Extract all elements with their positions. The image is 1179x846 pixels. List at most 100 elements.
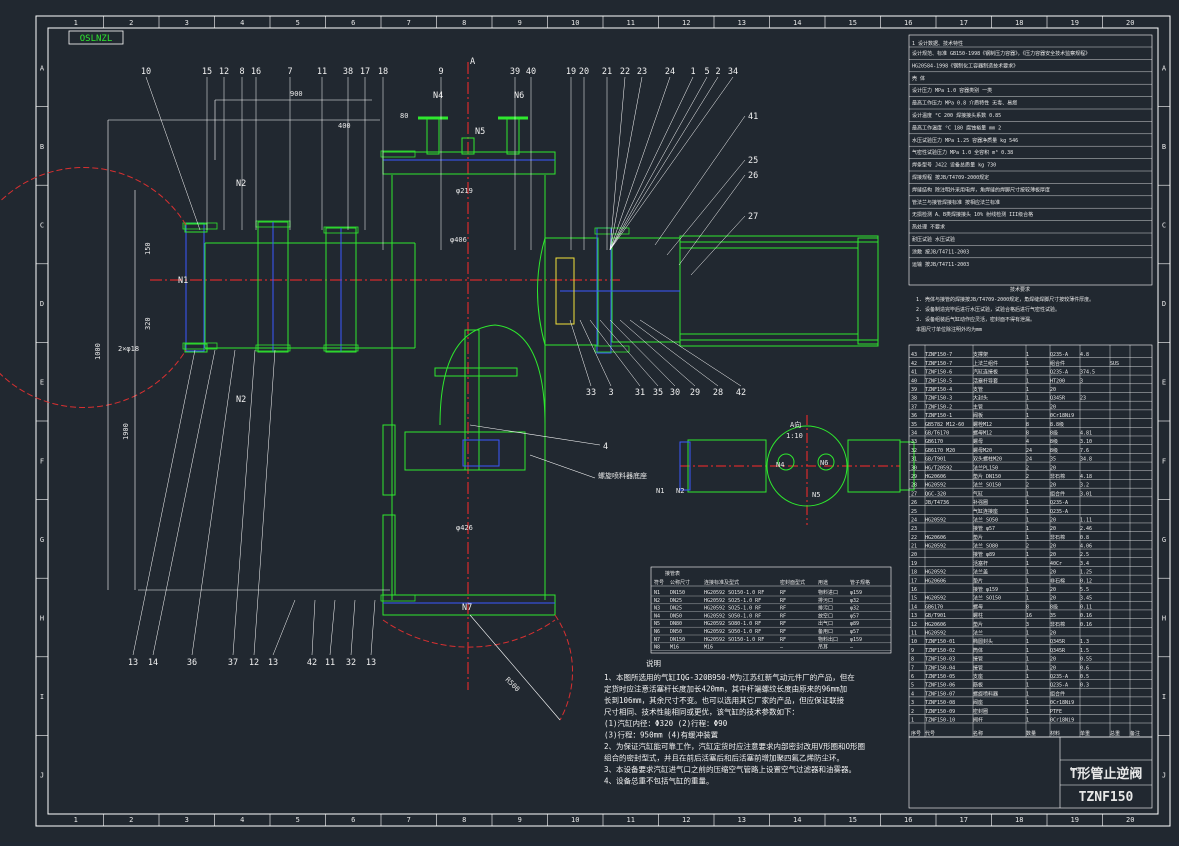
nozzle-cell: φ89 <box>850 621 859 627</box>
parts-cell: 1 <box>1026 491 1029 497</box>
parts-cell: HG20592 <box>925 544 946 550</box>
bolt <box>594 345 630 353</box>
valve-housing <box>537 237 599 346</box>
parts-cell: 密封圈 <box>973 708 988 715</box>
parts-cell: 35 <box>911 422 917 428</box>
parts-cell: 非石棉 <box>1050 473 1065 480</box>
zone-column-label: 6 <box>351 19 355 27</box>
dim-d5: φ426 <box>456 524 473 532</box>
bottom-flange <box>382 594 556 616</box>
parts-cell: 上法兰组件 <box>973 360 998 367</box>
callout-right: 27 <box>748 212 758 222</box>
zone-column-label: 13 <box>738 19 746 27</box>
parts-cell: 0.11 <box>1080 604 1092 610</box>
zone-column-label: 8 <box>462 816 466 824</box>
parts-cell: 27 <box>911 491 917 497</box>
leader-line <box>191 349 236 656</box>
leader-line <box>232 349 256 656</box>
parts-cell: HG/T20592 <box>925 465 952 471</box>
parts-cell: 8.8级 <box>1050 421 1064 428</box>
leader-line <box>272 599 296 656</box>
callout-top: 12 <box>219 67 229 77</box>
inner-screw <box>464 329 480 471</box>
parts-cell: 25 <box>911 509 917 515</box>
label-n2-top: N2 <box>236 179 246 189</box>
nozzle-cell: DN25 <box>670 606 682 612</box>
tech-row: 焊缝结构 除注明外采用电焊，角焊缝的焊脚尺寸按较薄板厚度 <box>912 186 1050 193</box>
parts-cell: 8 <box>1026 604 1029 610</box>
zone-column-label: 10 <box>571 19 579 27</box>
parts-cell: 20 <box>1050 570 1056 576</box>
section-scale: 1:10 <box>786 432 803 440</box>
leader-line <box>609 76 643 251</box>
parts-cell: 0Cr18Ni9 <box>1050 718 1074 724</box>
zone-column-label: 7 <box>407 816 411 824</box>
parts-cell: 螺栓M12 <box>973 421 992 428</box>
dim-d9: 400 <box>338 122 351 130</box>
bolt <box>182 342 218 350</box>
tech-row: 水压试验压力 MPa 1.25 容器净质量 kg 546 <box>912 137 1018 144</box>
parts-cell: QGC-320 <box>925 491 946 497</box>
parts-cell: 接管 φ57 <box>973 525 995 532</box>
section-nozzle-n4 <box>777 453 795 471</box>
cylinder-tie-top <box>679 235 879 243</box>
parts-cell: 2 <box>1026 483 1029 489</box>
parts-cell: 18 <box>911 570 917 576</box>
parts-cell: 1 <box>1026 404 1029 410</box>
top-center-mark: A <box>470 57 475 67</box>
parts-cell: 3.01 <box>1080 491 1092 497</box>
inlet-bolt-bottom <box>184 343 208 353</box>
parts-cell: 19 <box>911 561 917 567</box>
parts-header-cell: 材料 <box>1050 730 1060 737</box>
zone-row-label: E <box>1162 379 1166 387</box>
parts-cell: 1 <box>1026 570 1029 576</box>
valve-plate <box>555 257 575 325</box>
inner-dome <box>439 324 546 426</box>
parts-cell: 0.5 <box>1080 674 1089 680</box>
parts-cell: GB/T6170 <box>925 430 949 436</box>
parts-cell: TZNF150-1 <box>925 413 952 419</box>
parts-cell: 7 <box>911 665 914 671</box>
parts-cell: 2 <box>911 709 914 715</box>
zone-row-label: I <box>40 693 44 701</box>
callout-top: 16 <box>251 67 261 77</box>
parts-header-cell: 数量 <box>1026 730 1036 737</box>
note-line: (3)行程：950mm (4)有缓冲装置 <box>604 730 719 740</box>
zone-column-label: 20 <box>1126 19 1134 27</box>
parts-cell: 1 <box>1026 665 1029 671</box>
parts-cell: 28 <box>911 483 917 489</box>
sweep-arc-bottom-right <box>554 614 573 721</box>
title-block <box>908 736 1153 809</box>
main-assembly <box>150 62 879 690</box>
zone-row-label: I <box>1162 693 1166 701</box>
zone-row-label: A <box>1162 64 1167 72</box>
parts-cell: 15 <box>911 596 917 602</box>
nozzle-cell: φ159 <box>850 590 862 596</box>
zone-row-label: A <box>40 64 45 72</box>
cylinder-adapter <box>611 237 681 343</box>
tech-row: 焊条型号 J422 设备总质量 kg 730 <box>912 162 996 169</box>
parts-cell: 1 <box>1026 561 1029 567</box>
parts-cell: 16 <box>1026 613 1032 619</box>
parts-cell: 0.8 <box>1080 535 1089 541</box>
parts-cell: TZNF150-01 <box>925 639 955 645</box>
parts-cell: SUS <box>1110 361 1119 367</box>
parts-cell: 30 <box>911 465 917 471</box>
parts-cell: GB5782 M12-60 <box>925 422 964 428</box>
dim-d3: 900 <box>290 90 303 98</box>
parts-cell: TZNF150-3 <box>925 396 952 402</box>
parts-cell: 椭圆封头 <box>973 638 993 645</box>
parts-cell: 20 <box>1050 483 1056 489</box>
nozzle-header-cell: 符号 <box>654 579 664 586</box>
nozzle-cell: N4 <box>654 613 660 619</box>
callout-top: 23 <box>637 67 647 77</box>
parts-cell: 8 <box>911 657 914 663</box>
parts-cell: 20 <box>1050 587 1056 593</box>
parts-cell: 20 <box>1050 665 1056 671</box>
parts-cell: 39 <box>911 387 917 393</box>
parts-cell: 7.6 <box>1080 448 1089 454</box>
parts-cell: 20 <box>1050 526 1056 532</box>
